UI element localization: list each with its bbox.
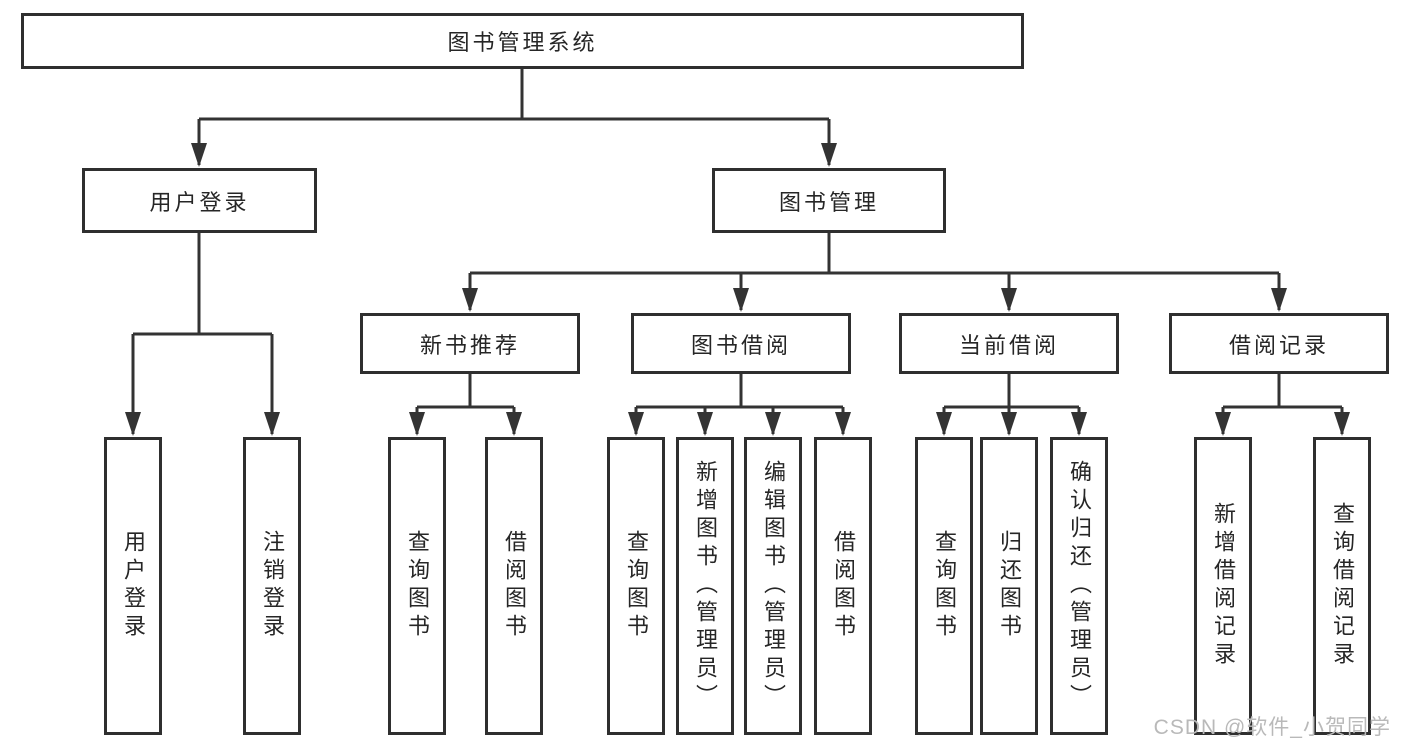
leaf-current-confirm-return-admin: 确认归还（管理员） bbox=[1050, 437, 1108, 735]
leaf-borrow-query-books: 查询图书 bbox=[607, 437, 665, 735]
connector-book-management-to-level3 bbox=[462, 233, 1287, 312]
leaf-borrow-borrow-books: 借阅图书 bbox=[814, 437, 872, 735]
connector-book-borrow-to-leaves bbox=[628, 374, 851, 436]
node-book-management: 图书管理 bbox=[712, 168, 946, 233]
arrowhead-icon bbox=[936, 412, 952, 436]
arrowhead-icon bbox=[409, 412, 425, 436]
arrowhead-icon bbox=[697, 412, 713, 436]
connector-root-to-level2 bbox=[191, 69, 837, 167]
leaf-borrow-add-books-admin: 新增图书（管理员） bbox=[676, 437, 734, 735]
leaf-user-login: 用户登录 bbox=[104, 437, 162, 735]
connector-user-login-to-leaves bbox=[125, 233, 280, 436]
leaf-records-query-record: 查询借阅记录 bbox=[1313, 437, 1371, 735]
leaf-newbook-query-books: 查询图书 bbox=[388, 437, 446, 735]
arrowhead-icon bbox=[821, 143, 837, 167]
arrowhead-icon bbox=[1215, 412, 1231, 436]
arrowhead-icon bbox=[733, 288, 749, 312]
leaf-records-add-record: 新增借阅记录 bbox=[1194, 437, 1252, 735]
leaf-newbook-borrow-books: 借阅图书 bbox=[485, 437, 543, 735]
leaf-current-query-books: 查询图书 bbox=[915, 437, 973, 735]
node-root-system: 图书管理系统 bbox=[21, 13, 1024, 69]
arrowhead-icon bbox=[1071, 412, 1087, 436]
arrowhead-icon bbox=[628, 412, 644, 436]
arrowhead-icon bbox=[765, 412, 781, 436]
leaf-borrow-edit-books-admin: 编辑图书（管理员） bbox=[744, 437, 802, 735]
arrowhead-icon bbox=[1001, 412, 1017, 436]
arrowhead-icon bbox=[1334, 412, 1350, 436]
connector-current-borrow-to-leaves bbox=[936, 374, 1087, 436]
node-borrow-records: 借阅记录 bbox=[1169, 313, 1389, 374]
node-current-borrow: 当前借阅 bbox=[899, 313, 1119, 374]
arrowhead-icon bbox=[1271, 288, 1287, 312]
node-user-login: 用户登录 bbox=[82, 168, 317, 233]
arrowhead-icon bbox=[191, 143, 207, 167]
arrowhead-icon bbox=[506, 412, 522, 436]
leaf-current-return-books: 归还图书 bbox=[980, 437, 1038, 735]
arrowhead-icon bbox=[462, 288, 478, 312]
connector-borrow-records-to-leaves bbox=[1215, 374, 1350, 436]
node-new-book-recommend: 新书推荐 bbox=[360, 313, 580, 374]
leaf-logout: 注销登录 bbox=[243, 437, 301, 735]
arrowhead-icon bbox=[1001, 288, 1017, 312]
arrowhead-icon bbox=[835, 412, 851, 436]
arrowhead-icon bbox=[125, 412, 141, 436]
csdn-watermark: CSDN @软件_小贺同学 bbox=[1153, 716, 1391, 739]
connector-new-book-to-leaves bbox=[409, 374, 522, 436]
node-book-borrow: 图书借阅 bbox=[631, 313, 851, 374]
arrowhead-icon bbox=[264, 412, 280, 436]
